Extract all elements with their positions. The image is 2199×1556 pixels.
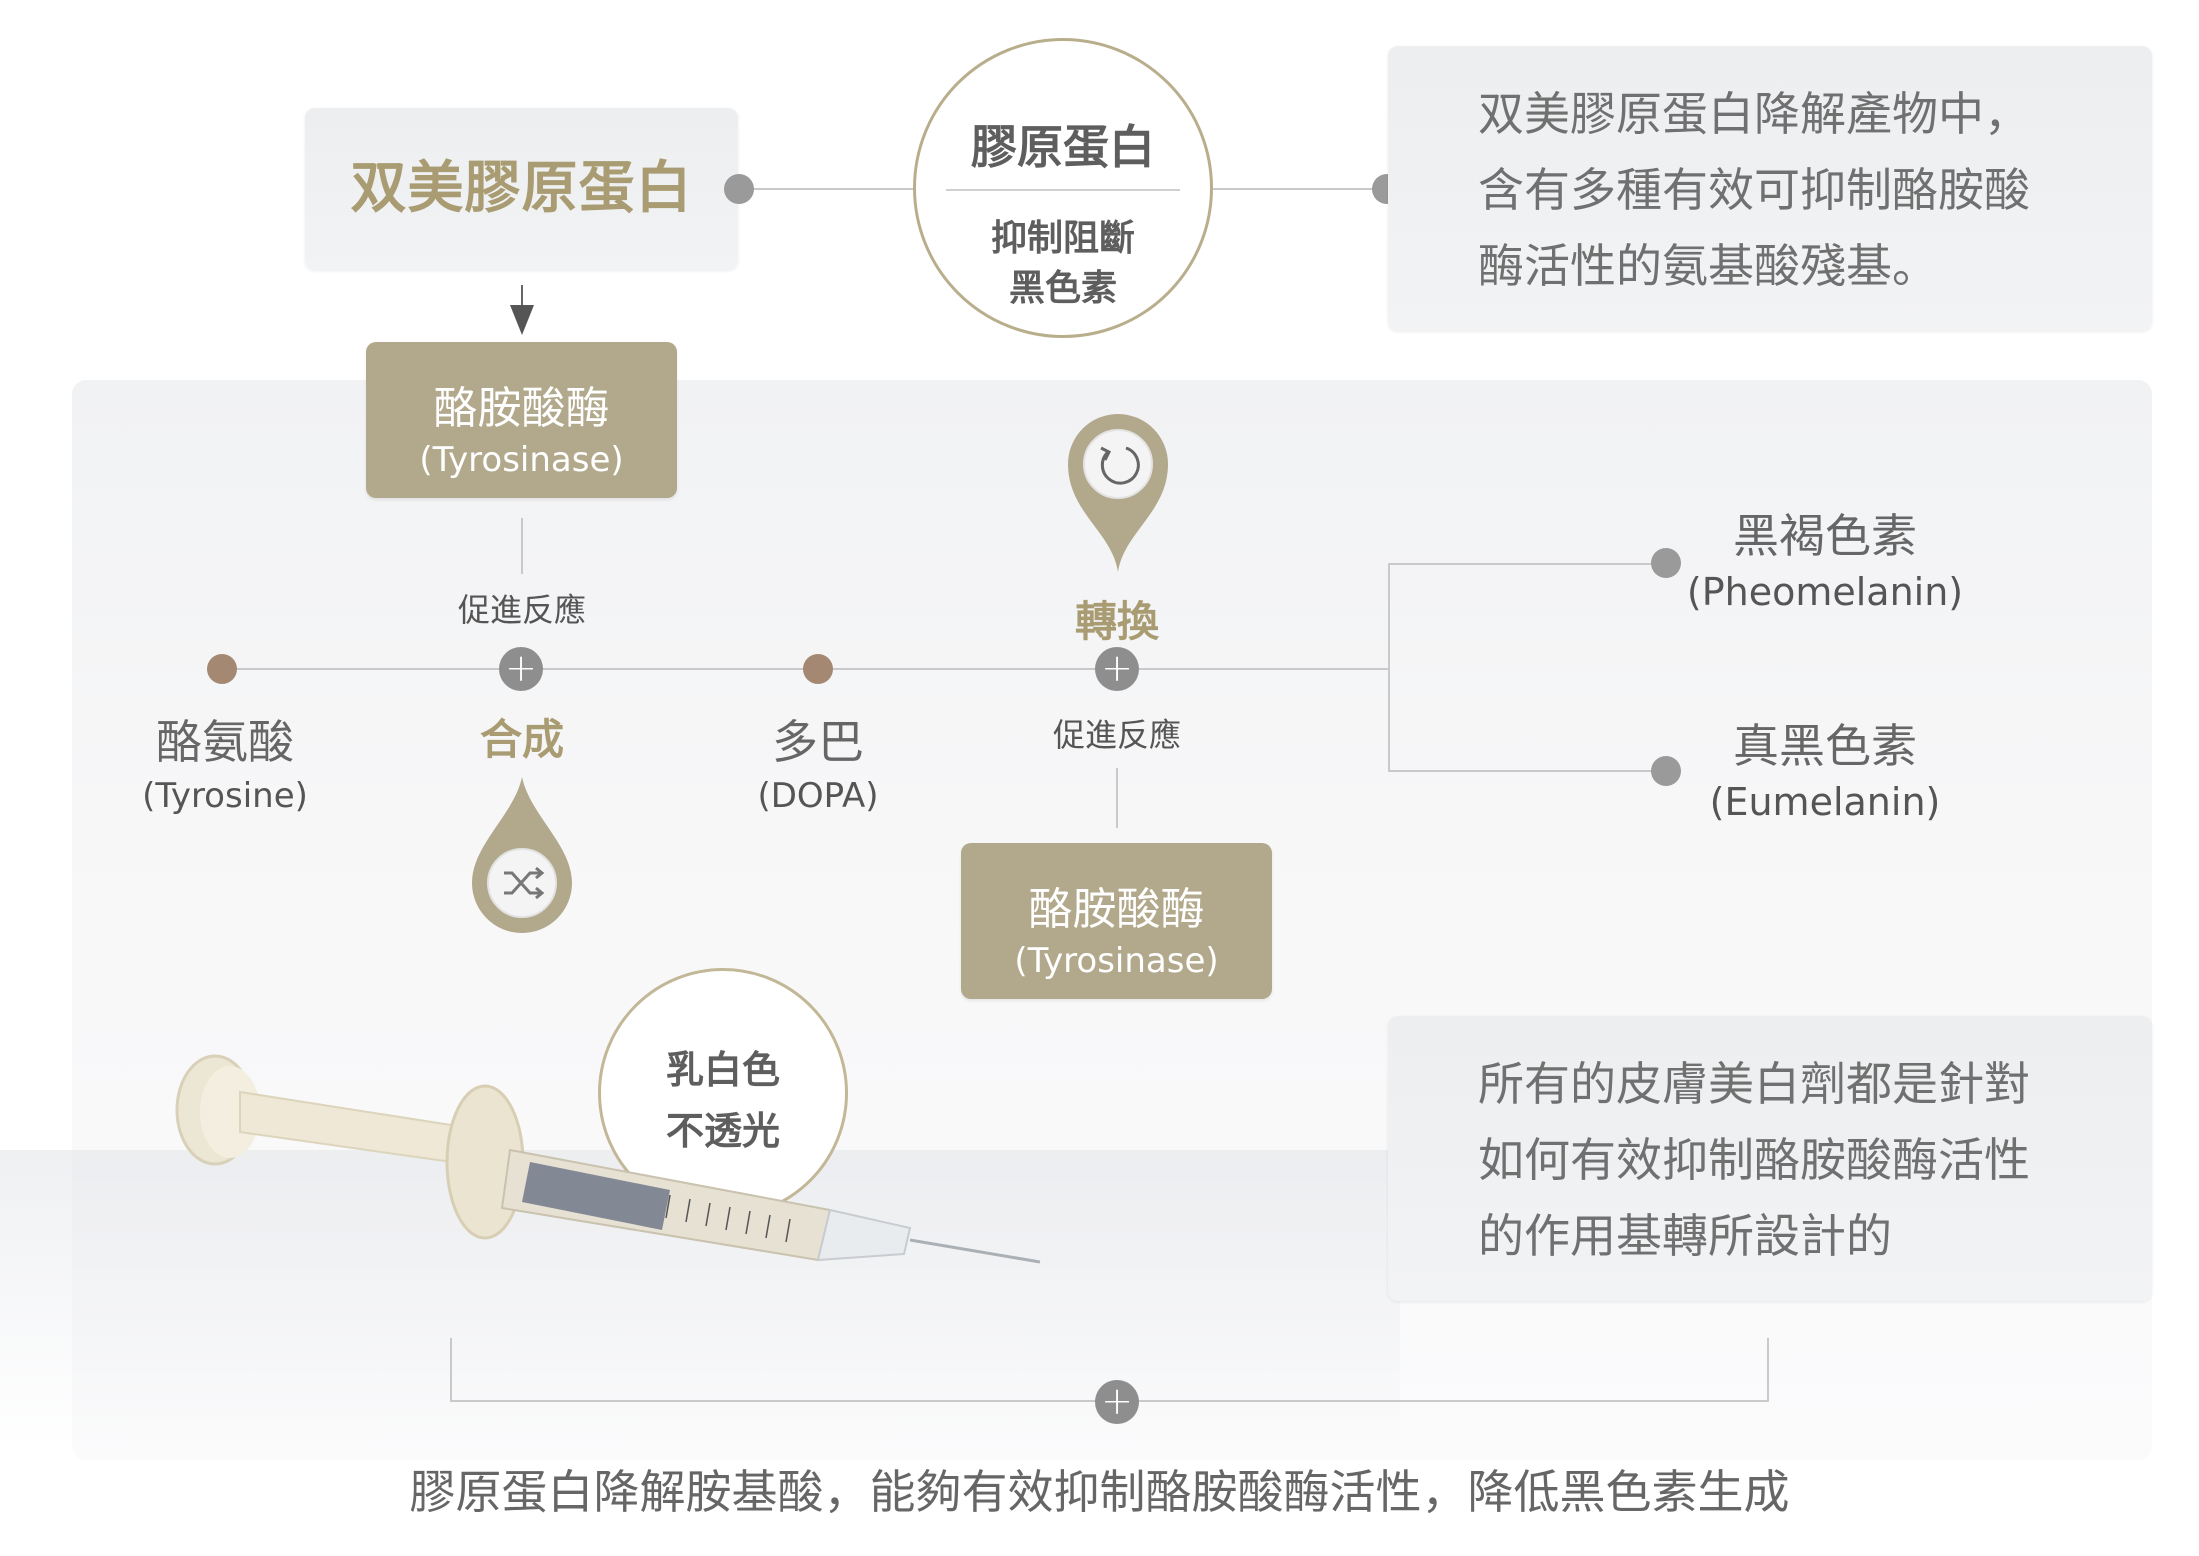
tyrosine-name: 酪氨酸	[156, 715, 294, 769]
enzyme-top-stem	[521, 518, 523, 574]
bracket-plus-icon: +	[1095, 1380, 1139, 1424]
bottom-info-line: 的作用基轉所設計的	[1478, 1209, 1892, 1263]
enzyme-latin: (Tyrosinase)	[1014, 941, 1219, 981]
enzyme-latin: (Tyrosinase)	[419, 440, 624, 480]
brand-title: 双美膠原蛋白	[350, 156, 693, 221]
brand-arrow-stem	[521, 285, 523, 307]
circle-title: 膠原蛋白	[971, 120, 1155, 174]
synthesis-plus-icon: +	[499, 647, 543, 691]
eumelanin-dot	[1651, 756, 1681, 786]
brand-dot	[724, 174, 754, 204]
footer-caption: 膠原蛋白降解胺基酸，能夠有效抑制酪胺酸酶活性，降低黑色素生成	[409, 1465, 1790, 1519]
brand-title-box: 双美膠原蛋白	[305, 108, 738, 270]
reaction-label-top: 促進反應	[457, 591, 586, 629]
circle-divider	[946, 189, 1180, 191]
tyrosine-latin: (Tyrosine)	[142, 776, 308, 816]
reaction-label-bottom: 促進反應	[1052, 716, 1181, 754]
bracket-left	[450, 1338, 452, 1402]
syringe-image	[150, 1040, 1050, 1300]
branch-top	[1388, 563, 1664, 565]
synthesis-label: 合成	[479, 715, 564, 764]
enzyme-bottom-stem	[1116, 768, 1118, 828]
enzyme-box-bottom: 酪胺酸酶 (Tyrosinase)	[961, 843, 1272, 999]
eumelanin-label: 真黑色素 (Eumelanin)	[1680, 710, 1970, 824]
arrow-down-icon	[510, 305, 534, 335]
dopa-name: 多巴	[772, 715, 864, 769]
bottom-info-box: 所有的皮膚美白劑都是針對 如何有效抑制酪胺酸酶活性 的作用基轉所設計的	[1388, 1016, 2152, 1301]
tyrosine-label: 酪氨酸 (Tyrosine)	[110, 706, 340, 816]
top-info-line: 酶活性的氨基酸殘基。	[1478, 239, 1938, 293]
dopa-dot	[803, 654, 833, 684]
circle-line2: 黑色素	[1008, 268, 1117, 309]
syringe-line2: 不透光	[665, 1109, 780, 1153]
bottom-info-line: 所有的皮膚美白劑都是針對	[1478, 1057, 2030, 1111]
pheomelanin-latin: (Pheomelanin)	[1686, 570, 1964, 614]
branch-bottom	[1388, 770, 1664, 772]
enzyme-box-top: 酪胺酸酶 (Tyrosinase)	[366, 342, 677, 498]
shuffle-drop-icon	[470, 775, 574, 935]
dopa-label: 多巴 (DOPA)	[718, 706, 918, 816]
bottom-info-line: 如何有效抑制酪胺酸酶活性	[1478, 1133, 2030, 1187]
top-info-line: 含有多種有效可抑制酪胺酸	[1478, 163, 2030, 217]
enzyme-name: 酪胺酸酶	[433, 383, 610, 434]
rotate-pin-icon	[1068, 412, 1168, 574]
top-info-line: 双美膠原蛋白降解產物中，	[1478, 87, 2030, 141]
tyrosine-dot	[207, 654, 237, 684]
dopa-latin: (DOPA)	[757, 776, 879, 816]
pheomelanin-name: 黑褐色素	[1733, 509, 1917, 563]
conversion-plus-icon: +	[1095, 647, 1139, 691]
conversion-label: 轉換	[1074, 597, 1159, 646]
pheomelanin-label: 黑褐色素 (Pheomelanin)	[1680, 500, 1970, 614]
eumelanin-latin: (Eumelanin)	[1709, 780, 1941, 824]
circle-line1: 抑制阻斷	[990, 218, 1135, 259]
branch-vertical	[1388, 563, 1390, 771]
bracket-right	[1767, 1338, 1769, 1402]
top-info-box: 双美膠原蛋白降解產物中， 含有多種有效可抑制酪胺酸 酶活性的氨基酸殘基。	[1388, 46, 2152, 331]
collagen-circle: 膠原蛋白 抑制阻斷 黑色素	[913, 38, 1213, 338]
pheomelanin-dot	[1651, 548, 1681, 578]
eumelanin-name: 真黑色素	[1733, 719, 1917, 773]
enzyme-name: 酪胺酸酶	[1028, 884, 1205, 935]
syringe-line1: 乳白色	[665, 1048, 780, 1092]
